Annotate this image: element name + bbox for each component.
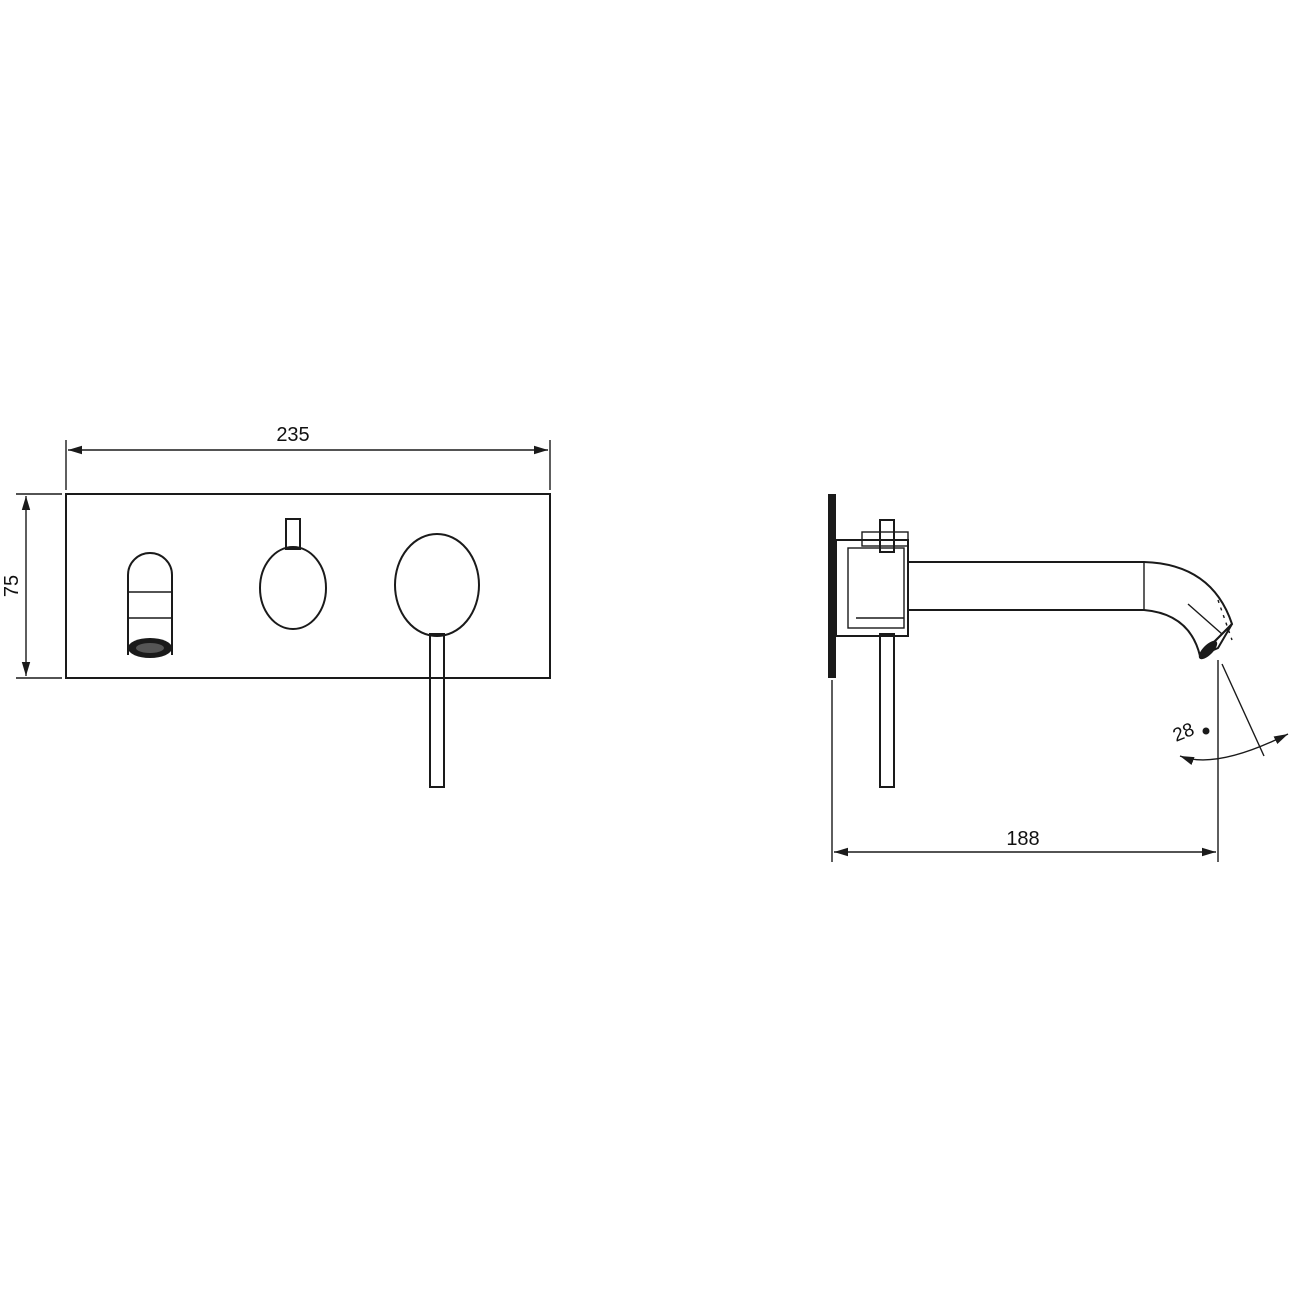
angle-label: 28 bbox=[1170, 719, 1197, 746]
side-view: 28 188 bbox=[828, 494, 1289, 862]
wall-plate bbox=[828, 494, 836, 678]
height-label: 75 bbox=[1, 575, 23, 597]
spout-arm bbox=[908, 561, 1234, 660]
backplate bbox=[65, 493, 551, 679]
projection-dimension: 188 bbox=[834, 828, 1216, 857]
lever-stem bbox=[879, 633, 895, 788]
mixer-body bbox=[835, 519, 909, 637]
width-dimension: 235 bbox=[65, 424, 551, 490]
spout-outlet bbox=[127, 552, 173, 658]
width-label: 235 bbox=[276, 424, 309, 446]
height-dimension: 75 bbox=[1, 493, 62, 679]
diverter-knob bbox=[259, 518, 327, 630]
mixer-handle bbox=[394, 533, 480, 788]
projection-label: 188 bbox=[1006, 828, 1039, 850]
front-view: 235 75 bbox=[1, 424, 551, 788]
degree-symbol bbox=[1202, 727, 1210, 735]
angle-dimension: 28 bbox=[1170, 599, 1289, 862]
